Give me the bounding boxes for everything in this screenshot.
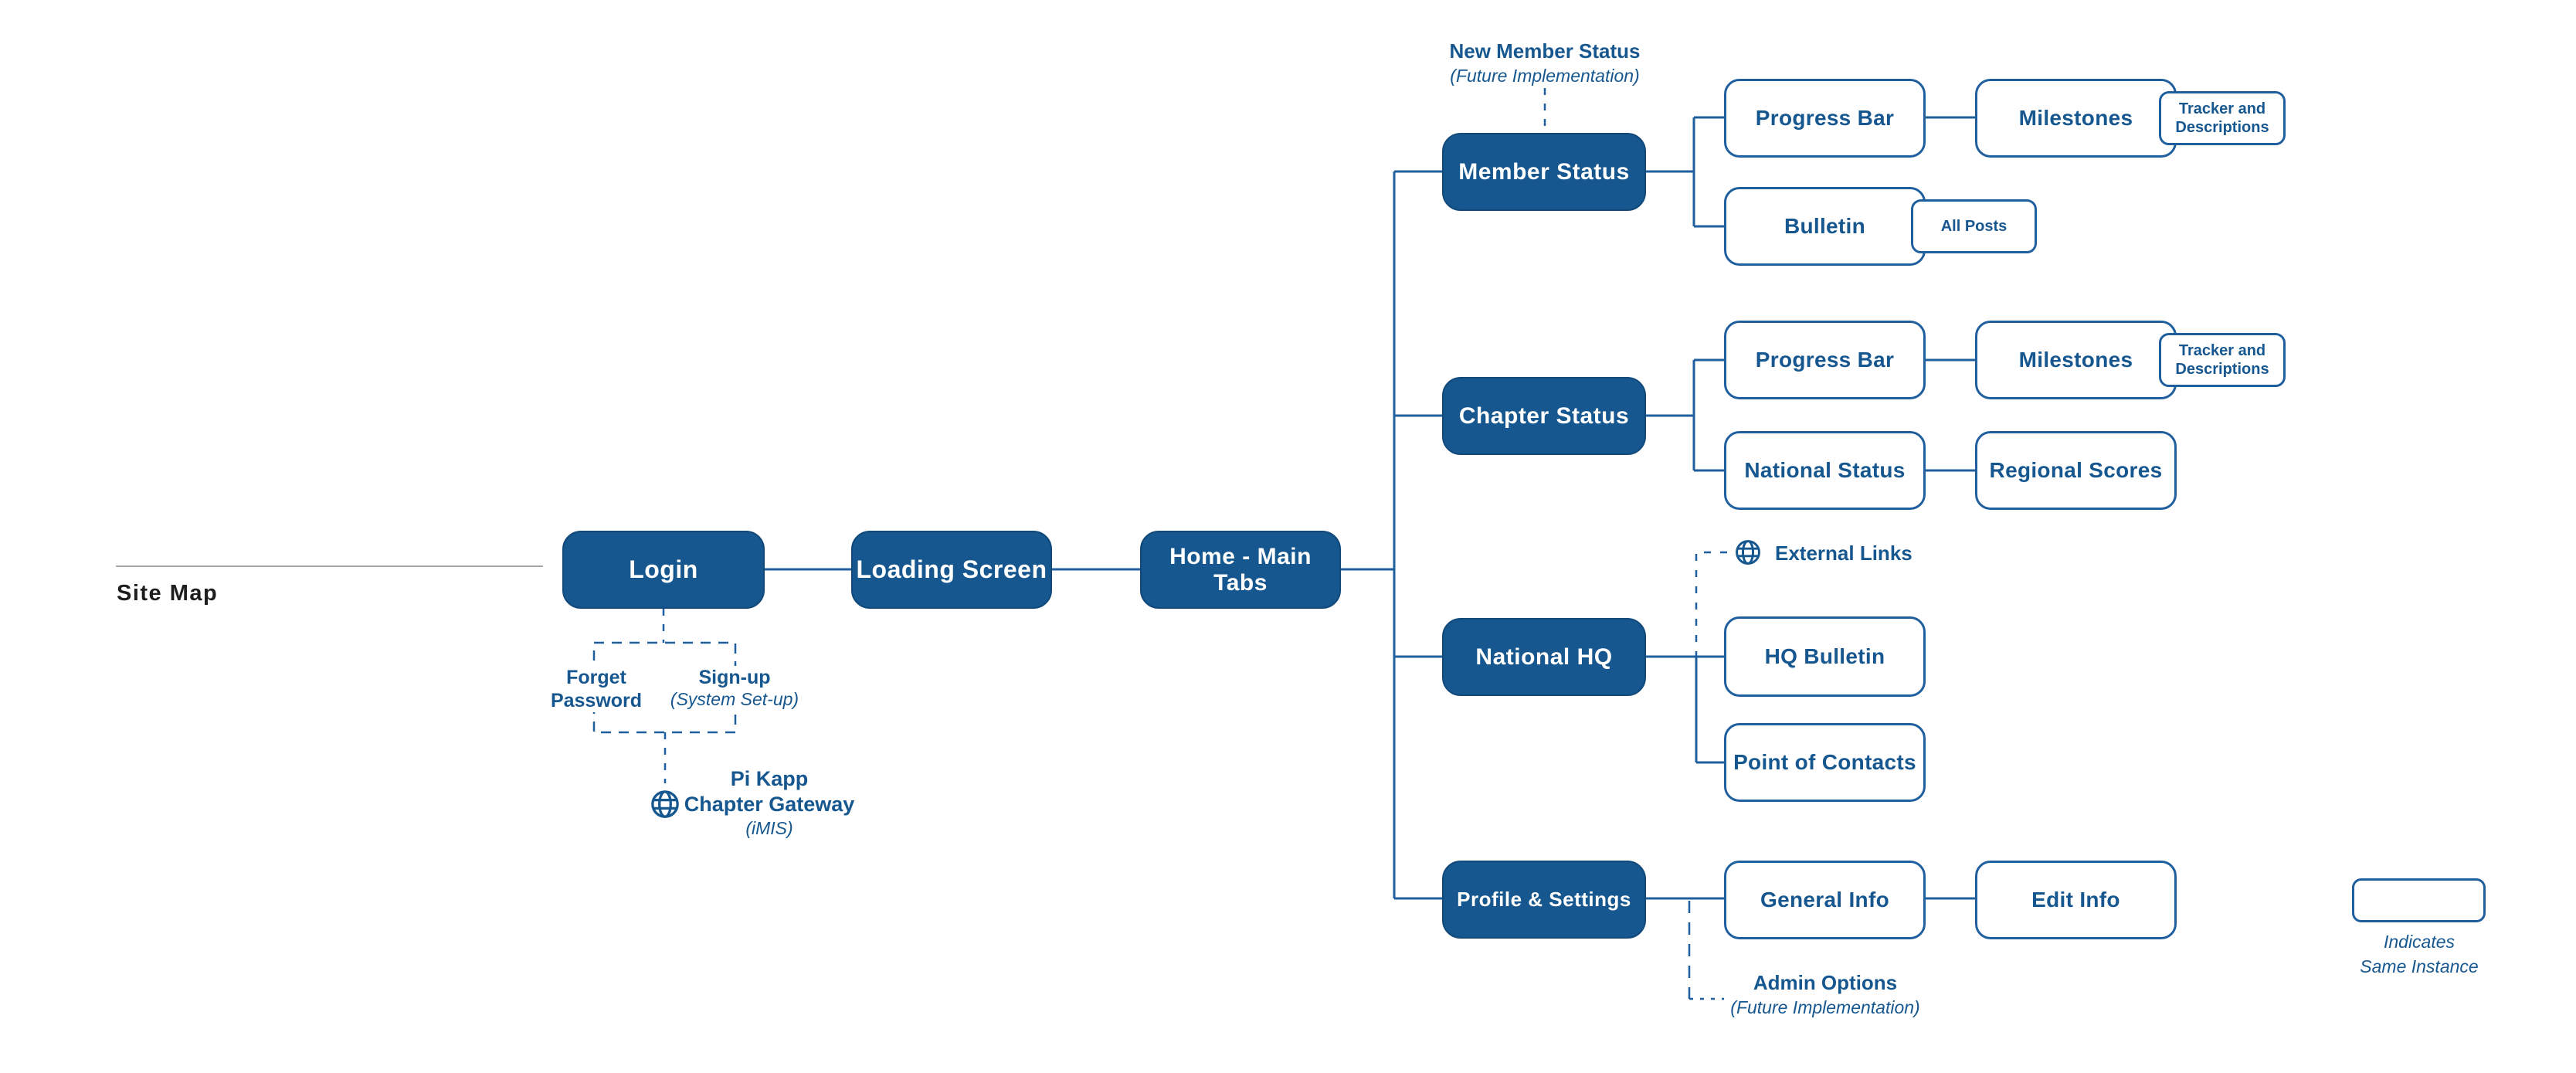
gateway-note: (iMIS) <box>745 817 793 838</box>
node-login: Login <box>562 531 765 609</box>
node-member-tracker-descriptions: Tracker and Descriptions <box>2159 91 2286 145</box>
gateway-line2: Chapter Gateway <box>684 792 855 816</box>
label-chapter-gateway: Pi Kapp Chapter Gateway (iMIS) <box>684 766 855 839</box>
node-member-milestones: Milestones <box>1975 79 2177 158</box>
new-member-status-line2: (Future Implementation) <box>1450 65 1640 86</box>
external-links-label: External Links <box>1775 542 1912 565</box>
general-info-label: General Info <box>1760 888 1889 912</box>
legend-same-instance-box <box>2352 878 2486 922</box>
forget-password-line2: Password <box>535 689 658 712</box>
tab-member-status: Member Status <box>1442 133 1646 211</box>
node-member-all-posts: All Posts <box>1911 199 2037 253</box>
node-loading-screen-label: Loading Screen <box>856 555 1047 583</box>
sign-up-note: (System Set-up) <box>647 689 822 711</box>
legend-caption: Indicates Same Instance <box>2326 930 2513 979</box>
chapter-tracker-line1: Tracker and <box>2178 342 2266 359</box>
member-progress-bar-label: Progress Bar <box>1755 106 1895 130</box>
label-admin-options: Admin Options (Future Implementation) <box>1709 970 1941 1020</box>
node-national-status: National Status <box>1724 431 1926 510</box>
external-links-dotted-connector <box>1695 551 1730 658</box>
chapter-tracker-line2: Descriptions <box>2175 361 2269 378</box>
member-bulletin-label: Bulletin <box>1784 214 1866 238</box>
label-forget-password: Forget Password <box>535 666 658 712</box>
label-sign-up: Sign-up (System Set-up) <box>647 666 822 711</box>
node-home-main-tabs: Home - Main Tabs <box>1140 531 1341 609</box>
node-hq-bulletin: HQ Bulletin <box>1724 616 1926 697</box>
member-tracker-line1: Tracker and <box>2178 100 2266 117</box>
label-new-member-status: New Member Status (Future Implementation… <box>1429 39 1661 88</box>
node-edit-info: Edit Info <box>1975 861 2177 939</box>
tab-profile-settings: Profile & Settings <box>1442 861 1646 939</box>
new-member-status-line1: New Member Status <box>1449 39 1641 63</box>
node-home-main-tabs-label: Home - Main Tabs <box>1169 543 1312 596</box>
tab-national-hq: National HQ <box>1442 618 1646 696</box>
regional-scores-label: Regional Scores <box>1989 458 2163 482</box>
node-chapter-progress-bar: Progress Bar <box>1724 321 1926 399</box>
node-member-bulletin: Bulletin <box>1724 187 1926 266</box>
hq-bulletin-label: HQ Bulletin <box>1764 644 1885 668</box>
forget-password-line1: Forget <box>535 666 658 689</box>
edit-info-label: Edit Info <box>2031 888 2120 912</box>
node-point-of-contacts: Point of Contacts <box>1724 723 1926 802</box>
node-chapter-milestones: Milestones <box>1975 321 2177 399</box>
label-external-links: External Links <box>1775 542 1945 565</box>
admin-options-line1: Admin Options <box>1753 971 1898 994</box>
globe-icon <box>1735 539 1761 569</box>
node-regional-scores: Regional Scores <box>1975 431 2177 510</box>
legend-caption-line2: Same Instance <box>2360 956 2479 976</box>
tab-national-hq-label: National HQ <box>1475 643 1613 670</box>
gateway-line1: Pi Kapp <box>730 767 809 790</box>
node-general-info: General Info <box>1724 861 1926 939</box>
chapter-progress-bar-label: Progress Bar <box>1755 348 1895 372</box>
node-loading-screen: Loading Screen <box>851 531 1052 609</box>
header-rule <box>116 565 543 567</box>
tab-chapter-status-label: Chapter Status <box>1458 402 1630 429</box>
admin-options-line2: (Future Implementation) <box>1730 997 1920 1017</box>
sign-up-label: Sign-up <box>647 666 822 689</box>
tab-member-status-label: Member Status <box>1458 158 1630 185</box>
solid-connectors <box>765 116 1975 900</box>
member-milestones-label: Milestones <box>2018 106 2133 130</box>
node-chapter-tracker-descriptions: Tracker and Descriptions <box>2159 333 2286 387</box>
chapter-milestones-label: Milestones <box>2018 348 2133 372</box>
member-all-posts-label: All Posts <box>1940 218 2008 235</box>
point-of-contacts-label: Point of Contacts <box>1733 750 1916 774</box>
node-member-progress-bar: Progress Bar <box>1724 79 1926 158</box>
legend-caption-line1: Indicates <box>2383 932 2456 952</box>
globe-icon <box>650 789 680 823</box>
tab-profile-settings-label: Profile & Settings <box>1457 888 1631 911</box>
tab-chapter-status: Chapter Status <box>1442 377 1646 455</box>
node-login-label: Login <box>629 555 698 583</box>
page-title: Site Map <box>117 581 219 606</box>
member-tracker-line2: Descriptions <box>2175 119 2269 136</box>
national-status-label: National Status <box>1744 458 1906 482</box>
